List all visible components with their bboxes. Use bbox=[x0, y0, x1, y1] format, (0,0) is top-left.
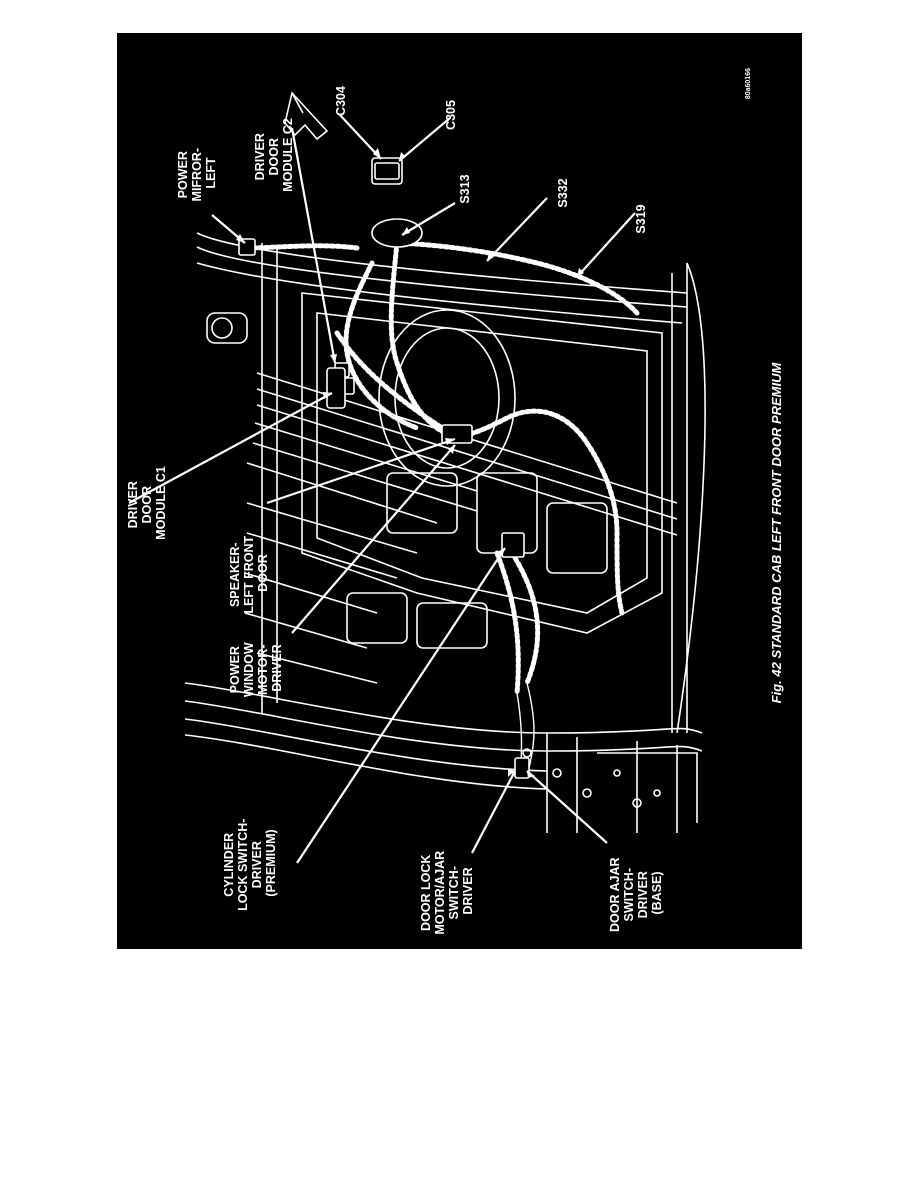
label-c305: C305 bbox=[444, 100, 458, 130]
label-window-motor-line: MOTOR- bbox=[256, 645, 270, 695]
label-window-motor-line: DRIVER bbox=[270, 644, 284, 691]
cylinder-lock-connector bbox=[501, 532, 525, 558]
label-door-ajar-line: DOOR AJAR bbox=[608, 857, 622, 932]
wiring-diagram-figure: 80a60166 C304 C305 S313 S332 S319 POWER … bbox=[117, 33, 802, 949]
svg-text:S313: S313 bbox=[458, 174, 472, 203]
label-door-ajar-switch: DOOR AJAR SWITCH- DRIVER (BASE) bbox=[608, 854, 664, 932]
label-driver-door-module-c2: DRIVER DOOR MODULE C2 bbox=[253, 118, 295, 192]
label-driver-door-module-c1: DRIVER DOOR MODULE C1 bbox=[126, 466, 168, 540]
leader-lines bbox=[128, 114, 636, 864]
label-module-c1-line: MODULE C1 bbox=[154, 466, 168, 540]
label-door-lock-line: SWITCH- bbox=[447, 866, 461, 919]
label-door-ajar-line: (BASE) bbox=[650, 871, 664, 914]
label-door-lock-line: MOTOR/AJAR bbox=[433, 851, 447, 935]
label-power-mirror-line: LEFT bbox=[204, 157, 218, 189]
label-c304: C304 bbox=[334, 86, 348, 116]
arrowheads bbox=[236, 148, 584, 778]
svg-text:S319: S319 bbox=[634, 204, 648, 233]
label-module-c2-line: MODULE C2 bbox=[281, 118, 295, 192]
label-door-lock-line: DRIVER bbox=[461, 867, 475, 914]
label-cylinder-lock-switch: CYLINDER LOCK SWITCH- DRIVER (PREMIUM) bbox=[222, 815, 278, 911]
label-cylinder-lock-line: DRIVER bbox=[250, 841, 264, 888]
label-s319: S319 bbox=[634, 204, 648, 233]
label-speaker-left-front-door: SPEAKER- LEFT FRONT DOOR bbox=[228, 532, 270, 613]
label-speaker-line: DOOR bbox=[256, 554, 270, 592]
module-c2-connector bbox=[326, 367, 346, 409]
label-module-c1-line: DOOR bbox=[140, 486, 154, 524]
mirror-connector bbox=[238, 238, 256, 256]
wiring-harness bbox=[244, 240, 640, 696]
label-window-motor-line: WINDOW bbox=[242, 642, 256, 697]
label-power-mirror-line: POWER bbox=[176, 151, 190, 198]
label-door-lock-line: DOOR LOCK bbox=[419, 855, 433, 931]
svg-text:S332: S332 bbox=[556, 178, 570, 207]
label-module-c2-line: DRIVER bbox=[253, 133, 267, 180]
front-direction-arrow bbox=[284, 91, 329, 141]
figure-caption: Fig. 42 STANDARD CAB LEFT FRONT DOOR PRE… bbox=[769, 362, 784, 704]
labels: 80a60166 C304 C305 S313 S332 S319 POWER … bbox=[126, 68, 784, 935]
label-power-mirror: POWER MIFROR- LEFT bbox=[176, 145, 218, 202]
label-module-c1-line: DRIVER bbox=[126, 481, 140, 528]
label-cylinder-lock-line: (PREMIUM) bbox=[264, 829, 278, 896]
label-s332: S332 bbox=[556, 178, 570, 207]
grommet bbox=[371, 218, 423, 248]
label-window-motor-line: POWER bbox=[228, 646, 242, 693]
svg-text:C305: C305 bbox=[444, 100, 458, 130]
label-door-ajar-line: DRIVER bbox=[636, 871, 650, 918]
label-cylinder-lock-line: CYLINDER bbox=[222, 833, 236, 897]
figure-id: 80a60166 bbox=[745, 68, 752, 99]
door-structure bbox=[184, 232, 706, 833]
label-speaker-line: SPEAKER- bbox=[228, 542, 242, 607]
label-speaker-line: LEFT FRONT bbox=[242, 535, 256, 613]
label-door-lock-motor-ajar-switch: DOOR LOCK MOTOR/AJAR SWITCH- DRIVER bbox=[419, 847, 475, 934]
connectors bbox=[238, 157, 530, 779]
label-module-c2-line: DOOR bbox=[267, 138, 281, 176]
label-cylinder-lock-line: LOCK SWITCH- bbox=[236, 819, 250, 911]
label-power-window-motor: POWER WINDOW MOTOR- DRIVER bbox=[228, 639, 284, 697]
harness-leads bbox=[516, 682, 535, 769]
label-power-mirror-line: MIFROR- bbox=[190, 148, 204, 201]
label-s313: S313 bbox=[458, 174, 472, 203]
diagram-svg: 80a60166 C304 C305 S313 S332 S319 POWER … bbox=[126, 68, 784, 935]
label-door-ajar-line: SWITCH- bbox=[622, 868, 636, 921]
door-lock-connector bbox=[514, 757, 530, 779]
svg-text:C304: C304 bbox=[334, 86, 348, 116]
